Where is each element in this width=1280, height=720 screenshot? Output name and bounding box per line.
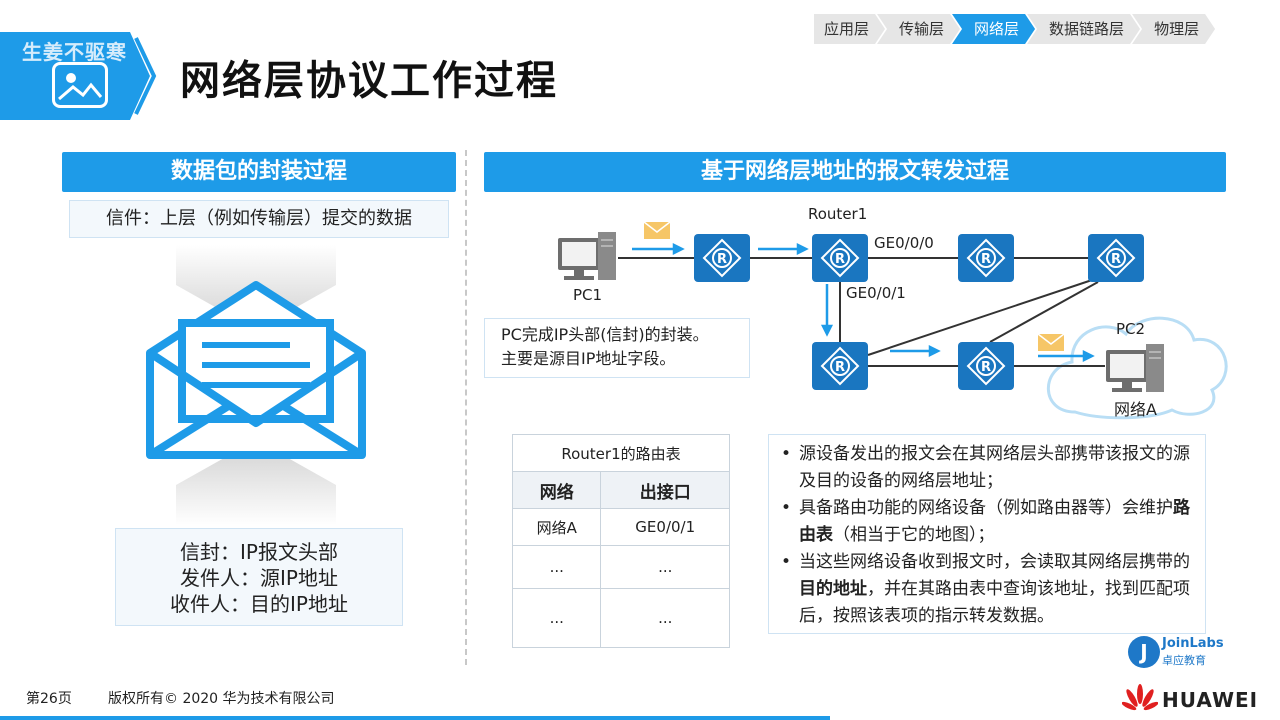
letter-label: 信件：上层（例如传输层）提交的数据 (69, 200, 449, 238)
progress-bar (0, 716, 830, 720)
link-line (989, 281, 1099, 343)
svg-text:R: R (981, 252, 991, 267)
right-section-title: 基于网络层地址的报文转发过程 (484, 152, 1226, 192)
bullet-item: 当这些网络设备收到报文时，会读取其网络层携带的目的地址，并在其路由表中查询该地址… (773, 549, 1191, 630)
panel-divider (465, 150, 467, 665)
joinlabs-logo-icon: J (1128, 636, 1160, 668)
route-table-title: Router1的路由表 (512, 434, 730, 472)
svg-text:R: R (981, 360, 991, 375)
router-icon: R (958, 342, 1014, 390)
watermark-text: 生姜不驱寒 (22, 40, 127, 64)
explanation-bullets: 源设备发出的报文会在其网络层头部携带该报文的源及目的设备的网络层地址；具备路由功… (768, 434, 1206, 634)
router1-icon: R (812, 234, 868, 282)
bullet-text: 源设备发出的报文会在其网络层头部携带该报文的源及目的设备的网络层地址； (799, 444, 1190, 491)
envelope-line: 发件人：源IP地址 (180, 566, 338, 590)
envelope-description: 信封：IP报文头部 发件人：源IP地址 收件人：目的IP地址 (115, 528, 403, 626)
svg-text:R: R (717, 252, 727, 267)
bullet-text: （相当于它的地图）； (833, 525, 995, 545)
router-icon: R (958, 234, 1014, 282)
mail-icon (643, 221, 671, 239)
interface-ge000-label: GE0/0/0 (874, 234, 934, 252)
network-a-label: 网络A (1114, 400, 1157, 419)
link-line (867, 277, 1099, 356)
table-row: 网络A GE0/0/1 (511, 508, 730, 546)
huawei-logo-icon (1122, 684, 1158, 711)
nav-item-physical[interactable]: 物理层 (1132, 14, 1215, 44)
nav-item-network[interactable]: 网络层 (952, 14, 1035, 44)
envelope-line: 信封：IP报文头部 (180, 540, 338, 564)
pc1-callout: PC完成IP头部(信封)的封装。 主要是源目IP地址字段。 (484, 318, 750, 378)
envelope-line: 收件人：目的IP地址 (170, 592, 348, 616)
router-icon: R (812, 342, 868, 390)
table-cell: ... (511, 545, 602, 589)
left-section-title: 数据包的封装过程 (62, 152, 456, 192)
nav-item-application[interactable]: 应用层 (814, 14, 885, 44)
page-number: 第26页 (26, 691, 72, 707)
layer-breadcrumb: 应用层 传输层 网络层 数据链路层 物理层 (814, 14, 1215, 44)
bullet-text: 当这些网络设备收到报文时，会读取其网络层携带的 (799, 552, 1190, 572)
bullet-item: 具备路由功能的网络设备（例如路由器等）会维护路由表（相当于它的地图）； (773, 495, 1191, 549)
table-cell: ... (600, 545, 730, 589)
router1-label: Router1 (808, 205, 868, 223)
callout-line: 主要是源目IP地址字段。 (501, 349, 676, 368)
nav-item-datalink[interactable]: 数据链路层 (1027, 14, 1140, 44)
callout-line: PC完成IP头部(信封)的封装。 (501, 325, 709, 344)
bullet-text: ，并在其路由表中查询该地址，找到匹配项后，按照该表项的指示转发数据。 (799, 579, 1190, 626)
pc1-icon (558, 232, 616, 280)
svg-text:R: R (1111, 252, 1121, 267)
table-header-interface: 出接口 (600, 471, 730, 509)
bullet-bold-text: 路由表 (799, 498, 1190, 545)
page-title: 网络层协议工作过程 (180, 58, 558, 104)
nav-item-transport[interactable]: 传输层 (877, 14, 960, 44)
table-row: ... ... (511, 588, 730, 648)
svg-text:R: R (835, 360, 845, 375)
joinlabs-sub: 卓应教育 (1162, 654, 1206, 667)
joinlabs-name: JoinLabs (1162, 636, 1224, 651)
router-icon: R (1088, 234, 1144, 282)
image-icon (52, 62, 108, 108)
bullet-item: 源设备发出的报文会在其网络层头部携带该报文的源及目的设备的网络层地址； (773, 441, 1191, 495)
table-header-network: 网络 (511, 471, 602, 509)
chevron-decoration-icon (134, 37, 157, 115)
huawei-brand: HUAWEI (1162, 688, 1259, 712)
bullet-bold-text: 目的地址 (799, 579, 867, 599)
route-table: Router1的路由表 网络 出接口 网络A GE0/0/1 ... ... .… (511, 434, 730, 648)
table-cell: GE0/0/1 (600, 508, 730, 546)
interface-ge001-label: GE0/0/1 (846, 284, 906, 302)
table-cell: 网络A (511, 508, 602, 546)
router-icon: R (694, 234, 750, 282)
table-cell: ... (511, 588, 602, 648)
table-row: ... ... (511, 545, 730, 589)
pc2-icon (1106, 344, 1164, 392)
pc1-label: PC1 (573, 286, 603, 304)
svg-text:R: R (835, 252, 845, 267)
pc2-label: PC2 (1116, 320, 1146, 338)
envelope-icon (146, 245, 366, 525)
mail-icon (1037, 333, 1065, 351)
bullet-text: 具备路由功能的网络设备（例如路由器等）会维护 (799, 498, 1173, 518)
table-cell: ... (600, 588, 730, 648)
copyright-text: 版权所有© 2020 华为技术有限公司 (108, 691, 335, 707)
